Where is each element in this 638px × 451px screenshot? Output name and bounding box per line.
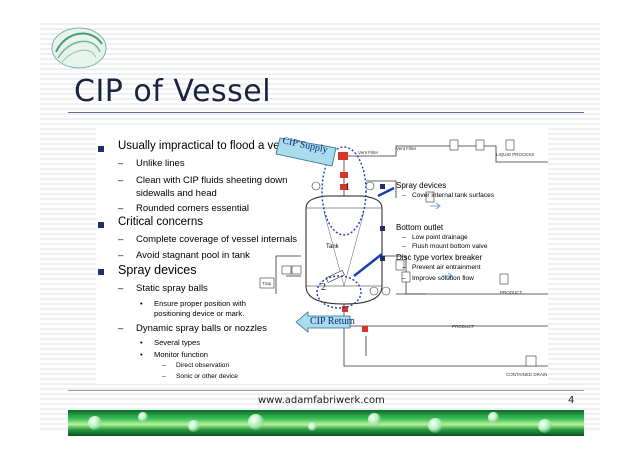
dot-marker: • xyxy=(140,350,143,359)
dash-marker: – xyxy=(162,373,166,380)
footer-decoration xyxy=(68,410,584,436)
title-divider xyxy=(68,112,584,113)
slide-title: CIP of Vessel xyxy=(74,74,272,109)
dash-marker: – xyxy=(118,175,124,186)
bullet-square xyxy=(98,269,104,275)
dash-marker: – xyxy=(118,234,124,245)
dot-marker: • xyxy=(140,338,143,347)
bullet-l4: Direct observation xyxy=(176,362,230,369)
annotation-dash: – xyxy=(402,275,406,282)
diagram-tag: LIQUID PROCESS xyxy=(496,152,535,157)
cip-return-label: CIP Return xyxy=(310,316,355,327)
footer-url: www.adamfabriwerk.com xyxy=(258,395,385,406)
diagram-tag: PRODUCT xyxy=(452,324,475,329)
bullet-square xyxy=(380,256,385,261)
bullet-l1: Spray devices xyxy=(118,263,197,277)
process-diagram xyxy=(259,137,548,367)
annotation-dash: – xyxy=(402,192,406,199)
page-number: 4 xyxy=(568,395,575,406)
bullet-l2: Avoid stagnant pool in tank xyxy=(136,250,250,261)
dash-marker: – xyxy=(118,203,124,214)
tank-label: Tank xyxy=(326,244,339,250)
diagram-tag: PRODUCT xyxy=(500,290,523,295)
annotation-heading: Bottom outlet xyxy=(396,223,444,232)
annotation-heading: Spray devices xyxy=(396,181,447,190)
callout-number-2: 2 xyxy=(321,282,326,293)
dash-marker: – xyxy=(118,323,124,334)
dash-marker: – xyxy=(118,158,124,169)
diagram-tag: Vent Filter xyxy=(396,146,417,151)
diagram-tag: Trap xyxy=(262,281,272,286)
annotation-sub: Improve solution flow xyxy=(412,275,474,282)
bullet-square xyxy=(98,146,104,152)
dash-marker: – xyxy=(118,283,124,294)
bullet-square xyxy=(98,222,104,228)
footer-divider xyxy=(68,390,584,391)
bullet-square xyxy=(380,184,385,189)
annotation-sub: Cover internal tank surfaces xyxy=(412,192,495,199)
annotation-dash: – xyxy=(402,243,406,250)
dash-marker: – xyxy=(162,362,166,369)
bullet-l1: Critical concerns xyxy=(118,216,203,228)
annotation-sub: Prevent air entrainment xyxy=(412,264,481,271)
bullet-l3: Ensure proper position with xyxy=(154,299,247,308)
bullet-l3: Monitor function xyxy=(154,350,209,359)
annotation-heading: Disc type vortex breaker xyxy=(396,253,483,262)
bullet-l2: Static spray balls xyxy=(136,283,208,294)
diagram-tag: Vent Filter xyxy=(358,150,379,155)
annotation-dash: – xyxy=(402,264,406,271)
bullet-l2-cont: sidewalls and head xyxy=(136,188,217,199)
annotation-dash: – xyxy=(402,234,406,241)
bullet-l1: Usually impractical to flood a vessel xyxy=(118,140,301,152)
bullet-square xyxy=(380,226,385,231)
bullet-l4: Sonic or other device xyxy=(176,373,238,380)
bullet-l2: Clean with CIP fluids sheeting down xyxy=(136,175,288,186)
bullet-l2: Rounded corners essential xyxy=(136,203,250,214)
callout-number-1: 1 xyxy=(345,182,350,193)
bullet-l3: Several types xyxy=(154,338,201,347)
dot-marker: • xyxy=(140,299,143,308)
bullet-l2: Unlike lines xyxy=(136,158,185,169)
bullet-l2: Dynamic spray balls or nozzles xyxy=(136,323,267,334)
bullet-l2: Complete coverage of vessel internals xyxy=(136,234,298,245)
dash-marker: – xyxy=(118,250,124,261)
diagram-tag: CONTAINED DRAIN xyxy=(506,372,548,377)
annotation-sub: Low point drainage xyxy=(412,234,468,241)
bullet-l3-cont: positioning device or mark. xyxy=(154,309,245,318)
logo xyxy=(51,27,107,69)
slide-content-image: Usually impractical to flood a vessel – … xyxy=(96,126,548,384)
annotation-sub: Flush mount bottom valve xyxy=(412,243,488,250)
